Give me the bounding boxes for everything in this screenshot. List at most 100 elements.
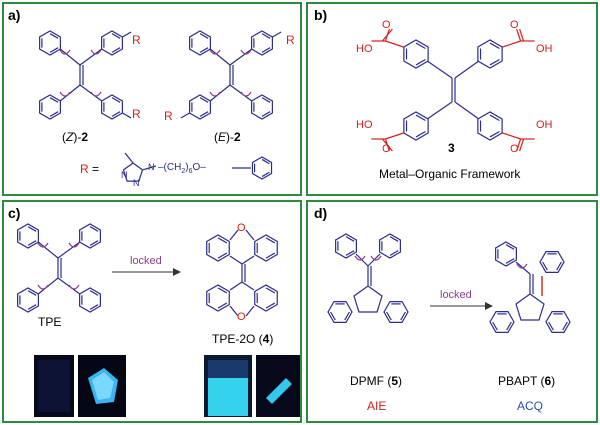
locked-label-c: locked — [130, 255, 162, 267]
tpe-photo-solution — [34, 355, 74, 417]
aie-label: AIE — [367, 399, 386, 413]
rotation-arrow — [209, 49, 221, 55]
five-membered-ring — [515, 293, 545, 321]
cooh-top-right: OH — [536, 43, 553, 55]
benzoic-ring — [477, 39, 503, 69]
rotation-arrow — [37, 242, 49, 248]
benzoic-ring — [403, 111, 429, 141]
phenyl-ring — [189, 30, 211, 56]
xanthene-ring — [206, 234, 230, 262]
z-2-molecule — [39, 30, 132, 120]
rotation-arrow — [59, 91, 71, 97]
xanthene-ring — [254, 284, 278, 312]
rotation-arrow — [90, 91, 102, 97]
phenyl-ring — [17, 287, 39, 313]
phenyl-ring — [251, 94, 273, 120]
carbonyl-o-br: O — [510, 143, 519, 155]
phenyl-ring — [379, 233, 401, 259]
phenyl-ring — [101, 94, 123, 120]
acq-label: ACQ — [517, 399, 543, 413]
rotation-arrow — [37, 284, 49, 290]
phenyl-ring — [189, 94, 211, 120]
fused-ring — [539, 251, 565, 273]
phenyl-ring — [335, 233, 357, 259]
r-label-e-bottom: R — [164, 109, 173, 123]
rotation-arrow — [90, 49, 102, 55]
panel-b-border — [306, 2, 598, 196]
rotation-arrow — [516, 263, 528, 269]
rotation-arrow — [370, 255, 382, 261]
panel-a-label: a) — [8, 7, 20, 23]
locked-label-d: locked — [440, 289, 472, 301]
rotation-arrow — [68, 284, 80, 290]
phenyl-ring — [79, 223, 101, 249]
fluorene-ring — [383, 301, 409, 323]
tpe-molecule — [17, 223, 101, 313]
tpe-photo-solid — [78, 355, 126, 417]
triazole-n3: N — [148, 162, 155, 172]
xanthene-ring — [254, 234, 278, 262]
five-membered-ring — [353, 285, 383, 313]
r-label-z-bottom: R — [132, 107, 141, 121]
r-label-e-top: R — [286, 33, 295, 47]
methyl-bond — [124, 152, 134, 164]
mof-caption: Metal–Organic Framework — [379, 167, 521, 181]
cooh-bottom-left: HO — [356, 119, 373, 131]
carboxyl-bond — [502, 132, 521, 140]
panel-b-label: b) — [314, 7, 327, 23]
cooh-bottom-right: OH — [536, 119, 553, 131]
tpe-2o-photo-solution — [204, 355, 252, 417]
tpe-label: TPE — [38, 315, 61, 329]
rotation-arrow — [240, 49, 252, 55]
e-2-caption: (E)-2 — [214, 130, 241, 144]
r-equals-label: R = — [80, 162, 99, 176]
oxygen-bottom: O — [237, 311, 246, 323]
carboxyl-bond — [502, 40, 521, 48]
xanthene-ring — [206, 284, 230, 312]
rotation-arrow — [240, 91, 252, 97]
phenyl-ring — [101, 30, 123, 56]
phenyl-ring — [79, 287, 101, 313]
rotation-arrow — [59, 49, 71, 55]
compound-3-label: 3 — [448, 141, 455, 155]
carboxyl-bond — [385, 40, 404, 48]
triazole-n1: N — [121, 170, 128, 180]
carbonyl-o-tr: O — [510, 19, 519, 31]
oxygen-top: O — [237, 222, 246, 234]
rotation-arrow — [209, 91, 221, 97]
fluorene-ring — [327, 301, 353, 323]
chain-label: –(CH2)6O– — [158, 162, 206, 175]
phenyl-ring — [495, 241, 517, 267]
pbapt-molecule — [489, 241, 571, 333]
panel-d-label: d) — [314, 205, 327, 221]
mof-linker-molecule — [371, 28, 535, 152]
cooh-top-left: HO — [356, 43, 373, 55]
carbonyl-o-bl: O — [382, 143, 391, 155]
carbonyl-o-tl: O — [382, 19, 391, 31]
panel-d-border — [306, 200, 598, 423]
tpe-2o-molecule — [206, 229, 278, 317]
pbapt-label: PBAPT (6) — [498, 374, 555, 388]
tpe-2o-photo-solid — [256, 355, 300, 417]
panel-c-label: c) — [8, 205, 20, 221]
phenyl-ring — [17, 223, 39, 249]
fluorene-ring — [545, 311, 571, 333]
triazole-n2: N — [133, 178, 140, 188]
phenyl-ring — [251, 30, 273, 56]
phenyl-ring — [39, 94, 61, 120]
phenyl-end-ring — [251, 156, 273, 180]
fluorene-ring — [489, 311, 515, 333]
tpe-2o-label: TPE-2O (4) — [212, 332, 273, 346]
carboxyl-bond — [385, 132, 404, 140]
triazole-substituent: N N N –(CH2)6O– — [121, 152, 273, 188]
e-2-molecule — [180, 30, 282, 120]
z-2-caption: (Z)-2 — [62, 130, 88, 144]
chain-bond — [142, 165, 157, 171]
rotation-arrow — [354, 255, 366, 261]
dpmf-molecule — [327, 233, 409, 323]
triazole-ring — [122, 162, 144, 182]
benzoic-ring — [403, 39, 429, 69]
benzoic-ring — [477, 111, 503, 141]
